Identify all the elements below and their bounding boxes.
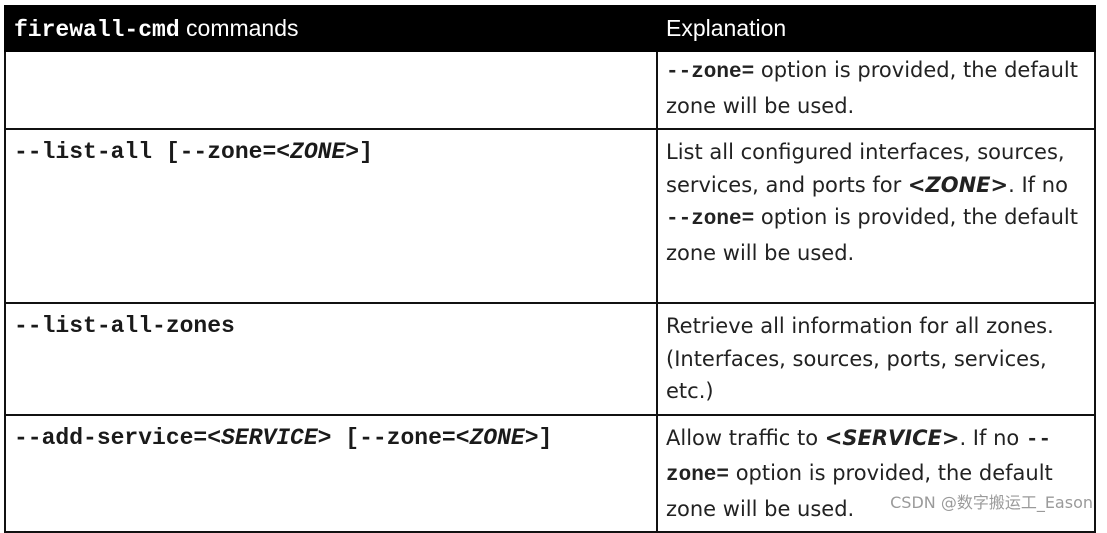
explanation-text: option is provided, the default zone wil… (666, 461, 1060, 521)
command-placeholder-service: SERVICE (221, 424, 318, 451)
explanation-cell: Retrieve all information for all zones. … (656, 302, 1096, 416)
zone-option: --zone= (666, 208, 755, 231)
header-commands: firewall-cmd commands (4, 5, 658, 52)
table-header-row: firewall-cmd commands Explanation (4, 5, 1096, 52)
explanation-cell: Allow traffic to <SERVICE>. If no --zone… (656, 413, 1096, 533)
command-cell: --add-service=<SERVICE> [--zone=<ZONE>] (4, 413, 658, 533)
table-row: --list-all [--zone=<ZONE>] List all conf… (4, 128, 1096, 304)
header-explanation: Explanation (656, 5, 1096, 52)
command-placeholder-zone: ZONE (290, 139, 346, 165)
explanation-cell: List all configured interfaces, sources,… (656, 128, 1096, 304)
explanation-text: List all configured interfaces, sources,… (666, 140, 1072, 197)
command-cell (4, 50, 658, 130)
explanation-text: option is provided, the default zone wil… (666, 58, 1085, 118)
zone-lt: < (907, 172, 926, 197)
firewall-cmd-table: firewall-cmd commands Explanation --zone… (4, 5, 1096, 533)
explanation-text: Allow traffic to (666, 425, 825, 450)
command-text: >] (345, 139, 373, 165)
command-cell: --list-all [--zone=<ZONE>] (4, 128, 658, 304)
command-text: > [--zone=< (317, 424, 470, 451)
zone-option: --zone= (666, 428, 1052, 488)
explanation-text: . If no (1008, 172, 1075, 197)
explanation-text: option is provided, the default zone wil… (666, 205, 1085, 265)
header-commands-text: commands (179, 14, 299, 41)
header-mono-text: firewall-cmd (14, 16, 180, 43)
command-text: --list-all [--zone=< (14, 139, 291, 165)
service-gt: > (941, 425, 960, 450)
command-text: >] (524, 424, 553, 451)
zone-option: --zone= (666, 61, 755, 84)
table-row: --add-service=<SERVICE> [--zone=<ZONE>] … (4, 413, 1096, 533)
command-cell: --list-all-zones (4, 302, 658, 416)
command-text: --add-service=< (14, 424, 222, 451)
service-lt: < (824, 425, 843, 450)
table-row: --zone= option is provided, the default … (4, 50, 1096, 130)
table-row: --list-all-zones Retrieve all informatio… (4, 302, 1096, 416)
zone-gt: > (990, 172, 1009, 197)
command-placeholder-zone: ZONE (469, 424, 525, 451)
explanation-cell: --zone= option is provided, the default … (656, 50, 1096, 130)
service-placeholder: SERVICE (842, 425, 942, 450)
zone-placeholder: ZONE (925, 172, 991, 197)
explanation-text: . If no (959, 425, 1026, 450)
document-page: firewall-cmd commands Explanation --zone… (4, 5, 1096, 533)
